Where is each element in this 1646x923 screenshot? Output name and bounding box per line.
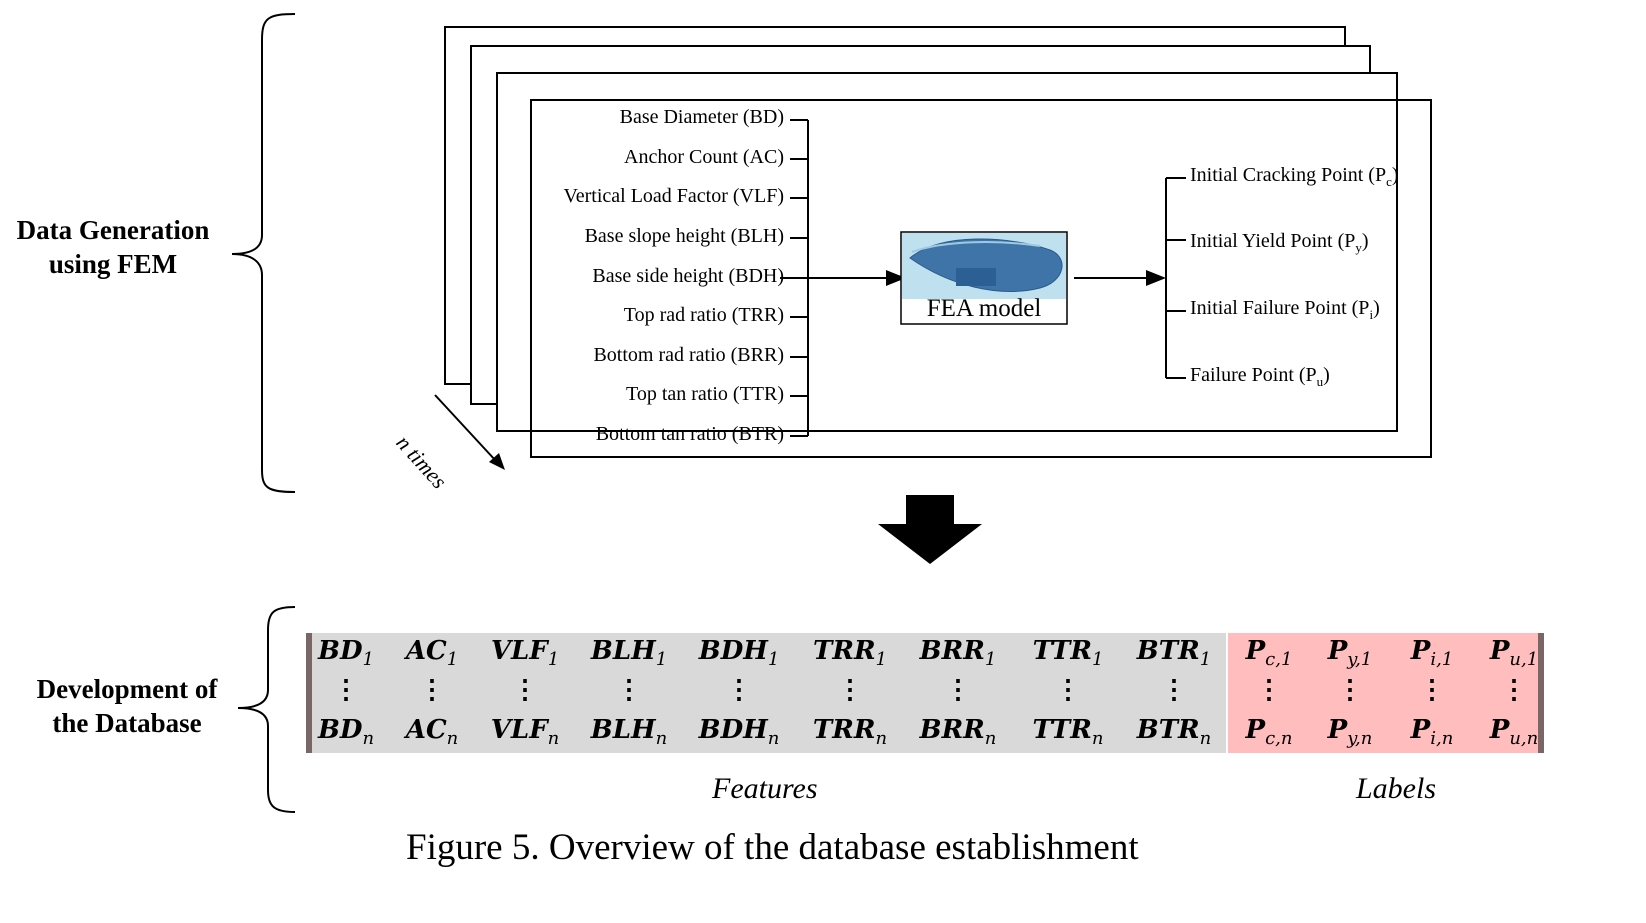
label-cell-1-first: Py,1	[1327, 636, 1373, 671]
features-caption: Features	[712, 772, 818, 805]
feature-cell-bd-first: BD1	[318, 636, 374, 671]
output-failure-close: )	[1323, 364, 1330, 386]
n-times-arrow-line	[434, 394, 497, 462]
feature-vdots-btr: ⋮	[1161, 675, 1187, 704]
feature-vdots-vlf: ⋮	[512, 675, 538, 704]
input-param-trr: Top rad ratio (TRR)	[623, 304, 784, 326]
input-arrowhead	[886, 270, 906, 286]
output-failure-text: Failure Point (P	[1190, 364, 1317, 386]
feature-cell-ac-last: ACn	[405, 715, 459, 750]
feature-cell-brr-last: BRRn	[919, 715, 997, 750]
output-initial-failure: Initial Failure Point (Pi)	[1190, 296, 1380, 327]
matrix-right-edge	[1538, 633, 1544, 753]
feature-cell-bdh-last: BDHn	[698, 715, 780, 750]
output-initial-cracking-close: )	[1391, 164, 1399, 186]
label-cell-3-first: Pu,1	[1489, 636, 1539, 671]
output-initial-yield: Initial Yield Point (Py)	[1190, 229, 1369, 260]
input-param-ttr: Top tan ratio (TTR)	[626, 383, 784, 405]
output-ticks	[1166, 177, 1186, 379]
labels-caption: Labels	[1356, 772, 1437, 805]
label-cell-1-last: Py,n	[1327, 715, 1373, 750]
output-initial-yield-text: Initial Yield Point (P	[1190, 230, 1356, 252]
development-label-line2: the Database	[52, 708, 202, 738]
feature-cell-bd-last: BDn	[317, 715, 375, 750]
label-vdots-1: ⋮	[1337, 675, 1363, 704]
feature-vdots-ac: ⋮	[419, 675, 445, 704]
feature-cell-vlf-last: VLFn	[490, 715, 560, 750]
label-vdots-2: ⋮	[1419, 675, 1445, 704]
feature-vdots-bdh: ⋮	[726, 675, 752, 704]
output-failure: Failure Point (Pu)	[1190, 363, 1330, 394]
fea-model-label: FEA model	[926, 295, 1042, 322]
labels-background	[1228, 633, 1540, 753]
feature-cell-blh-first: BLH1	[590, 636, 668, 671]
data-generation-label-line2: using FEM	[48, 249, 178, 279]
big-down-arrow	[878, 495, 982, 564]
feature-cell-ttr-first: TTR1	[1032, 636, 1104, 671]
feature-cell-trr-last: TRRn	[812, 715, 888, 750]
frame-front	[530, 99, 1432, 458]
output-initial-failure-close: )	[1373, 297, 1380, 319]
input-param-bdh: Base side height (BDH)	[592, 265, 784, 287]
development-label-line1: Development of	[36, 674, 218, 704]
development-label: Development of the Database	[16, 672, 238, 740]
input-param-ac: Anchor Count (AC)	[624, 146, 784, 168]
bottom-brace	[237, 606, 296, 813]
output-initial-cracking-sub: c	[1386, 174, 1392, 189]
label-cell-2-last: Pi,n	[1410, 715, 1454, 750]
input-param-btr: Bottom tan ratio (BTR)	[595, 423, 784, 445]
feature-vdots-ttr: ⋮	[1055, 675, 1081, 704]
output-initial-yield-close: )	[1361, 230, 1369, 252]
output-arrowhead	[1146, 270, 1166, 286]
data-generation-label-line1: Data Generation	[16, 215, 210, 245]
input-param-bd: Base Diameter (BD)	[619, 106, 784, 128]
input-ticks	[790, 119, 808, 437]
output-initial-yield-sub: y	[1355, 240, 1362, 255]
input-param-blh: Base slope height (BLH)	[584, 225, 784, 247]
output-failure-sub: u	[1316, 374, 1324, 389]
label-cell-2-first: Pi,1	[1410, 636, 1454, 671]
output-initial-failure-text: Initial Failure Point (P	[1190, 297, 1370, 319]
feature-vdots-trr: ⋮	[837, 675, 863, 704]
data-generation-label: Data Generation using FEM	[0, 213, 226, 281]
feature-cell-ttr-last: TTRn	[1032, 715, 1104, 750]
input-parameter-list: Base Diameter (BD) Anchor Count (AC) Ver…	[520, 0, 784, 460]
output-initial-failure-sub: i	[1369, 307, 1374, 322]
label-vdots-3: ⋮	[1501, 675, 1527, 704]
features-background	[306, 633, 1226, 753]
matrix-left-edge	[306, 633, 312, 753]
fea-model-icon	[909, 238, 1063, 292]
feature-vdots-blh: ⋮	[616, 675, 642, 704]
n-times-arrowhead	[489, 453, 505, 470]
input-param-brr: Bottom rad ratio (BRR)	[593, 344, 784, 366]
output-initial-cracking: Initial Cracking Point (Pc)	[1190, 163, 1399, 194]
feature-cell-btr-first: BTR1	[1136, 636, 1212, 671]
output-initial-cracking-text: Initial Cracking Point (P	[1190, 164, 1387, 186]
feature-cell-blh-last: BLHn	[590, 715, 668, 750]
feature-cell-ac-first: AC1	[405, 636, 459, 671]
feature-vdots-bd: ⋮	[333, 675, 359, 704]
feature-cell-trr-first: TRR1	[812, 636, 887, 671]
figure-caption: Figure 5. Overview of the database estab…	[406, 827, 1139, 868]
label-vdots-0: ⋮	[1256, 675, 1282, 704]
feature-cell-btr-last: BTRn	[1136, 715, 1212, 750]
top-brace	[231, 13, 296, 493]
label-cell-0-first: Pc,1	[1245, 636, 1293, 671]
label-cell-0-last: Pc,n	[1245, 715, 1293, 750]
feature-cell-bdh-first: BDH1	[698, 636, 780, 671]
feature-cell-brr-first: BRR1	[919, 636, 997, 671]
feature-vdots-brr: ⋮	[945, 675, 971, 704]
input-param-vlf: Vertical Load Factor (VLF)	[563, 185, 784, 207]
feature-cell-vlf-first: VLF1	[490, 636, 560, 671]
label-cell-3-last: Pu,n	[1489, 715, 1539, 750]
